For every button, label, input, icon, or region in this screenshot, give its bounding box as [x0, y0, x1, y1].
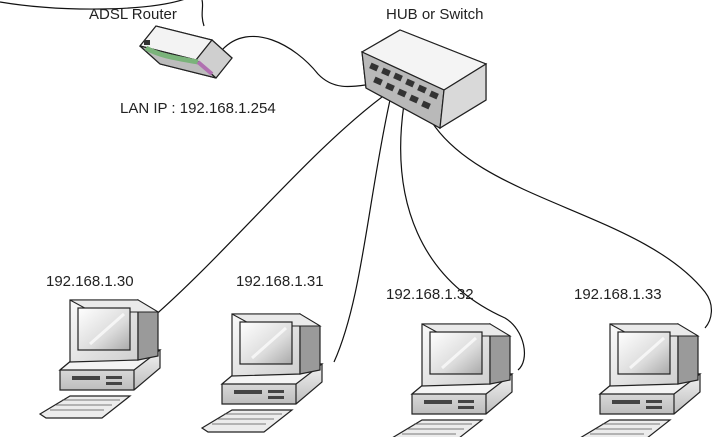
switch-name-label: HUB or Switch	[386, 6, 484, 23]
router-lan-ip-label: LAN IP : 192.168.1.254	[120, 100, 276, 117]
desktop-computer-icon	[38, 298, 162, 420]
cable-switch-pc4	[425, 111, 712, 329]
switch-icon	[360, 29, 488, 130]
computer-3	[390, 322, 514, 437]
desktop-computer-icon	[578, 322, 702, 437]
computer-3-ip-label: 192.168.1.32	[386, 286, 474, 303]
computer-1-ip-label: 192.168.1.30	[46, 273, 134, 290]
router-name-label: ADSL Router	[89, 6, 177, 23]
computer-1	[38, 298, 162, 420]
computer-4-ip-label: 192.168.1.33	[574, 286, 662, 303]
computer-2	[200, 312, 324, 434]
router-icon	[138, 25, 233, 79]
cable-top-left	[0, 0, 184, 10]
cable-router-switch	[221, 35, 373, 88]
computer-2-ip-label: 192.168.1.31	[236, 273, 324, 290]
desktop-computer-icon	[390, 322, 514, 437]
cable-switch-pc1	[151, 93, 387, 319]
network-cables	[0, 0, 712, 371]
cable-switch-pc2	[333, 99, 391, 363]
desktop-computer-icon	[200, 312, 324, 434]
cable-router-up	[201, 0, 205, 27]
cable-switch-pc3	[400, 103, 526, 371]
computer-4	[578, 322, 702, 437]
